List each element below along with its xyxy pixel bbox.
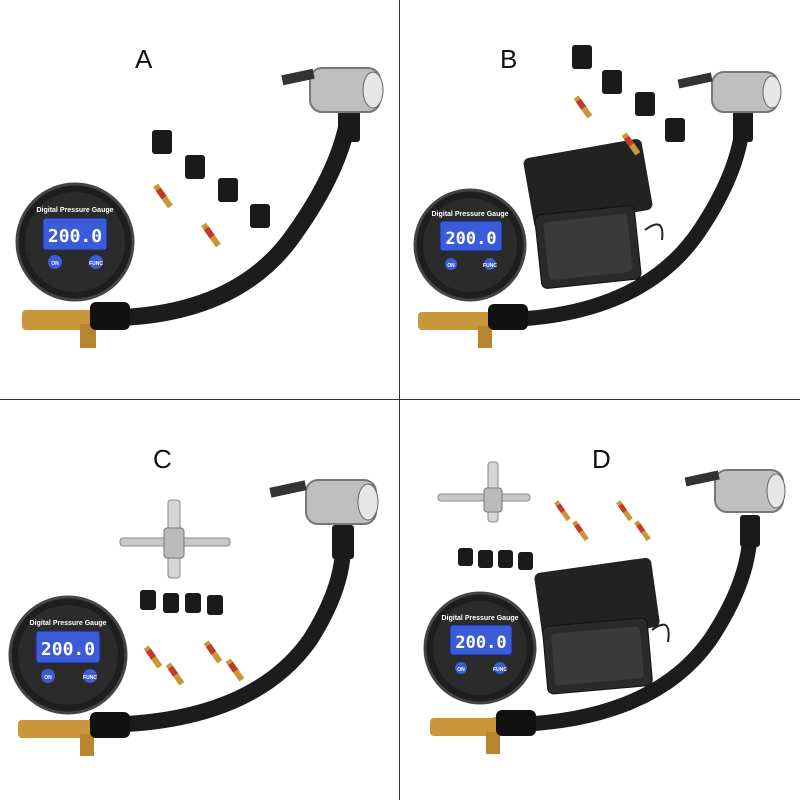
func-label: FUNC (493, 667, 507, 673)
on-label: ON (44, 675, 52, 681)
func-label: FUNC (83, 675, 97, 681)
digital-gauge: Digital Pressure Gauge 200.0 ON FUNC (15, 182, 135, 348)
gauge-title: Digital Pressure Gauge (431, 211, 508, 218)
panel-letter: C (153, 444, 172, 474)
product-illustration: Digital Pressure Gauge 200.0 ON FUNC (423, 461, 786, 754)
valve-cores (153, 183, 221, 248)
panel-letter: B (500, 44, 518, 74)
valve-caps (152, 130, 270, 228)
panel-d: D (400, 400, 800, 800)
panel-b: B Digital Pressure Gaug (400, 0, 800, 400)
valve-cores (573, 95, 641, 156)
valve-caps (458, 548, 533, 570)
pressure-reading: 200.0 (445, 229, 496, 249)
pressure-reading: 200.0 (48, 226, 102, 247)
digital-gauge: Digital Pressure Gauge 200.0 ON FUNC (423, 591, 537, 754)
air-chuck (269, 479, 379, 525)
func-label: FUNC (483, 263, 497, 269)
air-chuck (281, 67, 384, 113)
gauge-title: Digital Pressure Gauge (29, 620, 106, 627)
product-illustration: Digital Pressure Gauge 200.0 ON FUNC (15, 67, 384, 348)
pressure-reading: 200.0 (41, 639, 95, 660)
gauge-title: Digital Pressure Gauge (36, 207, 113, 214)
panel-c: C (0, 400, 400, 800)
air-chuck (677, 71, 782, 113)
on-label: ON (447, 263, 455, 269)
on-label: ON (457, 667, 465, 673)
storage-case (534, 557, 670, 695)
pressure-reading: 200.0 (455, 633, 506, 653)
panel-letter: A (135, 44, 153, 74)
lcd-screen (42, 217, 108, 251)
valve-tool (437, 461, 531, 523)
valve-cores (143, 640, 245, 686)
digital-gauge: Digital Pressure Gauge 200.0 ON FUNC (8, 595, 130, 756)
valve-cores (554, 500, 651, 542)
func-label: FUNC (89, 261, 103, 267)
panel-letter: D (592, 444, 611, 474)
valve-caps (572, 45, 685, 142)
valve-tool (119, 499, 231, 579)
product-illustration: Digital Pressure Gauge 200.0 ON FUNC (8, 479, 379, 756)
on-label: ON (51, 261, 59, 267)
gauge-title: Digital Pressure Gauge (441, 615, 518, 622)
panel-a: A Digital Pressure Gauge 200.0 (0, 0, 400, 400)
hose-collar (338, 108, 360, 142)
air-chuck (684, 469, 786, 513)
valve-caps (140, 590, 223, 615)
product-illustration: Digital Pressure Gauge 200.0 ON FUNC (413, 45, 782, 348)
digital-gauge: Digital Pressure Gauge 200.0 ON FUNC (413, 188, 528, 348)
storage-case (523, 139, 664, 289)
